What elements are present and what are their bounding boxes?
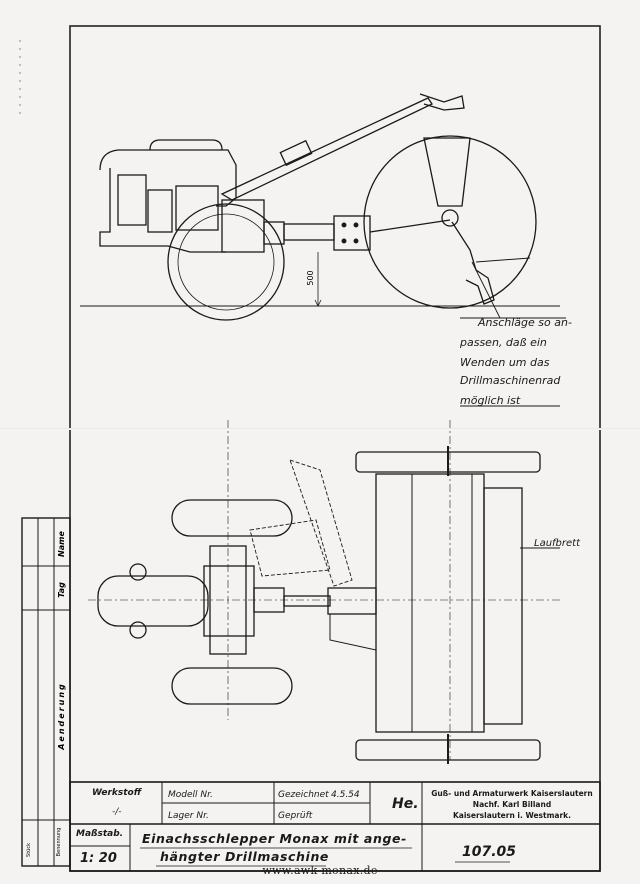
drill-roller [411,473,473,733]
drill-drawbar [327,587,377,615]
company-block: Guß- und Armaturwerk Kaiserslautern Nach… [431,789,592,820]
engine-block [117,174,147,226]
coupling [263,221,285,245]
tractor-wheel-top-left [171,499,293,537]
laufbrett-label: Laufbrett [534,538,581,549]
hitch-bar [283,223,335,241]
coulter [451,221,495,305]
title-line-1: Einachsschlepper Monax mit ange- [142,831,407,846]
title-block [69,781,601,872]
side-view [80,93,566,407]
note-line-2: passen, daß ein [459,336,547,349]
paper-fold [0,428,640,430]
dimension-500-label: 500 [306,270,315,285]
geprueft-label: Geprüft [278,811,313,821]
tractor-frame [99,168,226,253]
company-line-2: Nachf. Karl Billand [473,800,551,809]
handlebar [220,97,433,201]
werkstoff-value: -/- [112,807,122,817]
drill-frame [375,473,485,733]
note-leader [471,261,501,319]
massstab-label: Maßstab. [76,829,123,839]
modell-label: Modell Nr. [168,790,213,800]
gezeichnet-label: Gezeichnet [278,790,329,800]
note-line-5: möglich ist [460,394,521,407]
note-line-4: Drillmaschinenrad [460,374,561,387]
tractor-wheel [167,203,285,321]
dimension-arrow [314,299,322,307]
drawbar [369,219,451,233]
signature: He. [392,796,419,812]
drill-arm [475,257,531,263]
drawing-frame [69,25,601,872]
rev-name-label: Name [57,531,66,557]
hitch-top [283,595,331,607]
bolt [129,621,147,639]
seed-hopper [423,137,471,207]
handlebar-ghost [289,459,353,587]
gezeichnet-date: 4.5.54 [331,790,360,800]
rev-benennung-label: Benennung [56,828,62,857]
hitch-plate [333,215,371,251]
rev-stueck-label: Stück [26,843,32,857]
axle-housing [209,545,247,655]
rev-aenderung-label: Aenderung [57,682,66,751]
company-line-1: Guß- und Armaturwerk Kaiserslautern [431,789,592,798]
rev-tag-label: Tag [57,582,66,598]
handle-grip [419,93,465,111]
drill-wheel-hub [441,209,459,227]
cylinder [147,189,173,233]
note-line-3: Wenden um das [460,356,550,369]
lager-label: Lager Nr. [168,811,209,821]
tractor-wheel-top-right [171,667,293,705]
title-block-text: Werkstoff -/- Modell Nr. Lager Nr. Gezei… [92,788,419,821]
revision-table [21,517,71,867]
company-line-3: Kaiserslautern i. Westmark. [453,811,571,820]
fuel-tank [149,139,223,151]
tractor-wheel-rim [177,213,275,311]
footer-url[interactable]: www.awk-monax.de [262,864,378,877]
engine-cylinder-top [97,575,209,627]
turning-note: Anschläge so an- passen, daß ein Wenden … [459,316,572,407]
massstab-value: 1: 20 [80,851,117,866]
handle-clamp [279,139,313,167]
title-line-2: hängter Drillmaschine [160,849,329,864]
engine-hood [99,149,237,207]
drawing-number: 107.05 [462,844,516,860]
laufbrett-board [483,487,523,725]
note-line-1: Anschläge so an- [477,316,572,329]
gearbox [175,185,219,231]
drill-wheel [363,135,537,309]
top-view [88,420,560,764]
werkstoff-label: Werkstoff [92,788,143,798]
bolt [129,563,147,581]
